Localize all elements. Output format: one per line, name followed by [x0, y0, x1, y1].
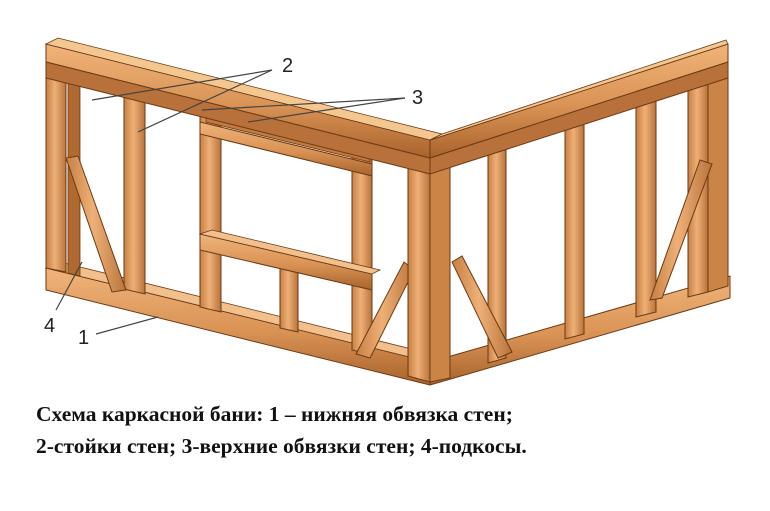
right-wall-braces — [451, 159, 713, 359]
leader-lines — [55, 69, 406, 335]
figure-caption: Схема каркасной бани: 1 – нижняя обвязка… — [36, 398, 756, 462]
left-wall-studs — [45, 43, 373, 356]
frame-diagram: 2 3 4 1 — [44, 37, 731, 386]
leader-2a — [91, 69, 273, 101]
callout-3: 3 — [412, 87, 423, 109]
leader-1 — [95, 316, 159, 335]
right-wall-studs — [487, 75, 729, 364]
caption-line-1: Схема каркасной бани: 1 – нижняя обвязка… — [36, 402, 513, 426]
corner-post — [407, 153, 451, 383]
callout-1: 1 — [78, 327, 89, 349]
leader-3b — [247, 97, 406, 123]
window-sill — [198, 229, 382, 291]
leader-4 — [55, 261, 83, 311]
top-plate-right — [429, 39, 729, 175]
callout-4: 4 — [44, 315, 55, 337]
leader-3a — [201, 97, 406, 111]
caption-line-2: 2-стойки стен; 3-верхние обвязки стен; 4… — [36, 434, 527, 458]
top-plate-left — [44, 37, 444, 175]
callout-2: 2 — [282, 55, 293, 77]
leader-2b — [137, 69, 273, 133]
